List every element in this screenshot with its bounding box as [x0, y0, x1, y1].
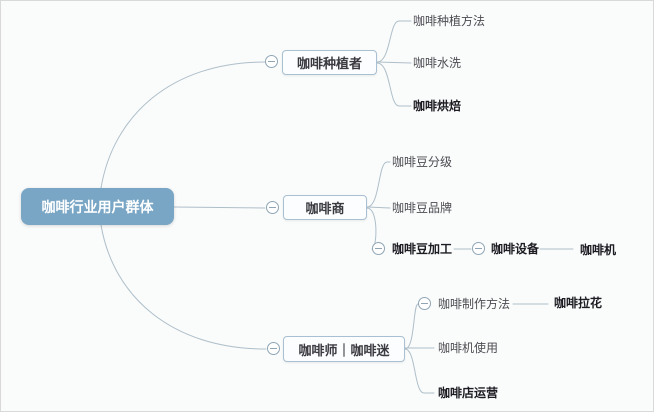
node-coffee-growers[interactable]: 咖啡种植者 — [282, 50, 377, 75]
collapse-icon-coffee-equipment[interactable] — [472, 242, 485, 255]
connector — [366, 206, 391, 209]
connector-root-to-merchant — [173, 206, 266, 209]
topic-coffee-making-method[interactable]: 咖啡制作方法 — [438, 297, 511, 311]
topic-coffee-planting-method[interactable]: 咖啡种植方法 — [413, 14, 486, 28]
collapse-icon-coffee-making-method[interactable] — [418, 297, 431, 310]
connector-root-to-barista — [100, 224, 267, 350]
collapse-icon-coffee-merchant[interactable] — [266, 201, 279, 214]
collapse-icon-coffee-growers[interactable] — [265, 55, 278, 68]
node-barista-coffee-fan[interactable]: 咖啡师｜咖啡迷 — [283, 336, 405, 362]
connector-root-to-growers — [100, 61, 266, 189]
topic-coffee-equipment[interactable]: 咖啡设备 — [491, 242, 540, 256]
connector — [404, 348, 435, 394]
connector — [376, 20, 412, 63]
topic-coffee-bean-grading[interactable]: 咖啡豆分级 — [392, 155, 453, 169]
node-coffee-merchant[interactable]: 咖啡商 — [283, 195, 367, 220]
topic-coffee-machine[interactable]: 咖啡机 — [580, 243, 617, 257]
topic-latte-art[interactable]: 咖啡拉花 — [554, 296, 603, 310]
topic-coffee-bean-processing[interactable]: 咖啡豆加工 — [392, 242, 453, 256]
connector — [366, 161, 391, 208]
connector — [376, 62, 412, 107]
topic-coffee-machine-usage[interactable]: 咖啡机使用 — [438, 341, 499, 355]
connector — [404, 303, 419, 350]
root-node-coffee-industry-user-groups[interactable]: 咖啡行业用户群体 — [21, 188, 174, 225]
topic-coffee-washing[interactable]: 咖啡水洗 — [413, 56, 462, 70]
collapse-icon-coffee-bean-processing[interactable] — [372, 242, 385, 255]
collapse-icon-barista-coffee-fan[interactable] — [267, 342, 280, 355]
connector — [376, 61, 412, 64]
topic-coffee-roasting[interactable]: 咖啡烘焙 — [413, 99, 462, 113]
topic-coffee-shop-operation[interactable]: 咖啡店运营 — [438, 386, 499, 400]
topic-coffee-bean-brand[interactable]: 咖啡豆品牌 — [392, 201, 453, 215]
